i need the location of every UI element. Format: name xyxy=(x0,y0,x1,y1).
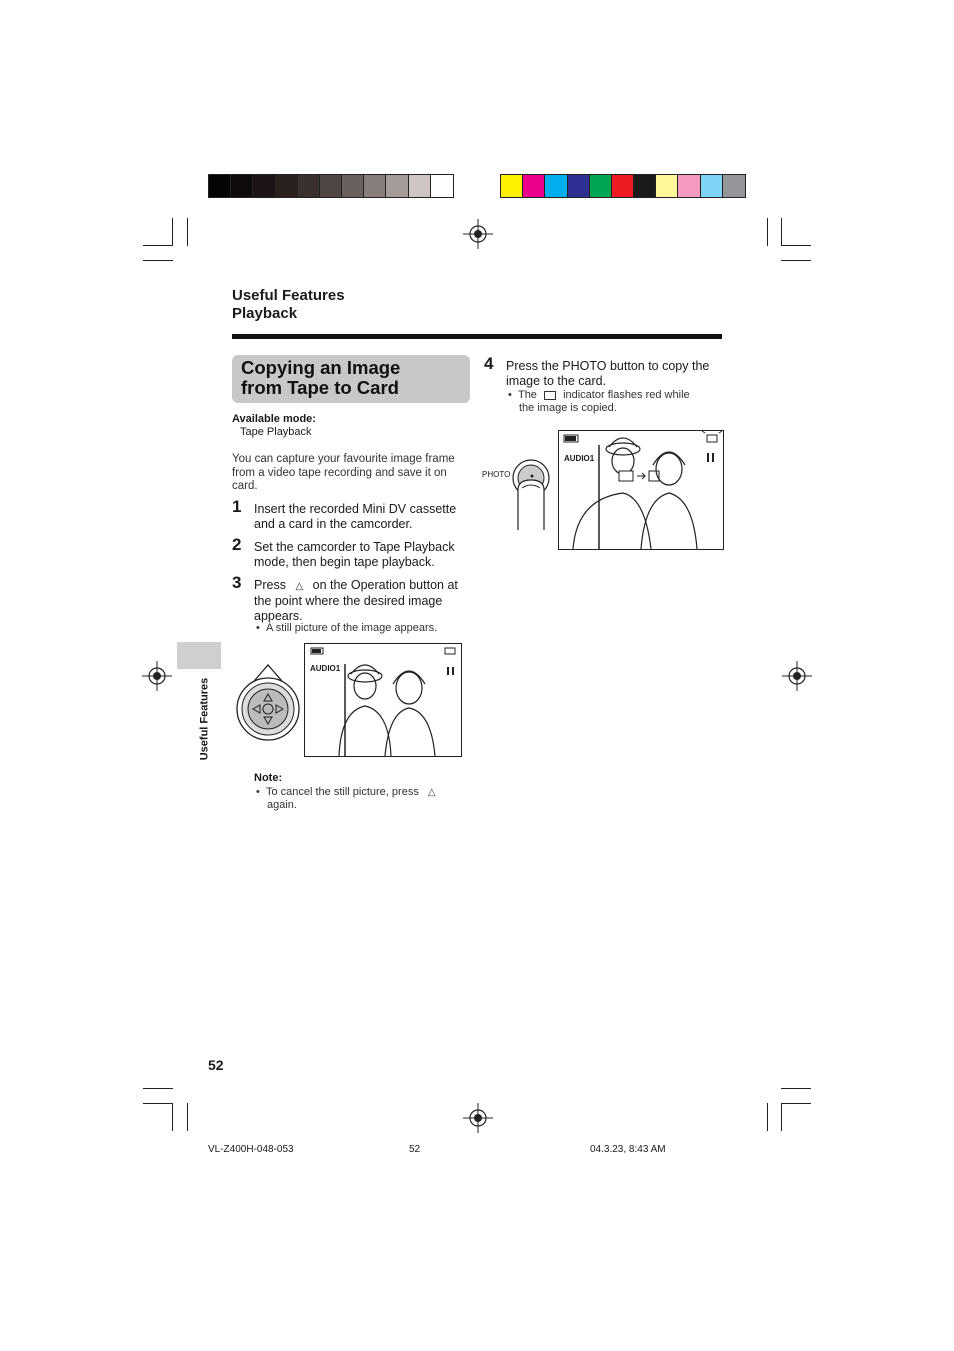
color-swatch xyxy=(408,175,431,197)
crop-mark xyxy=(781,245,811,246)
footer-left: VL-Z400H-048-053 xyxy=(208,1144,294,1155)
color-swatch xyxy=(319,175,343,197)
up-triangle-icon: △ xyxy=(427,787,436,798)
color-swatch xyxy=(611,175,635,197)
side-tab-label: Useful Features xyxy=(198,677,211,761)
crop-mark xyxy=(172,1103,173,1131)
step-1-text: Insert the recorded Mini DV cassette and… xyxy=(254,502,457,531)
page-title: Copying an Image from Tape to Card xyxy=(241,357,401,398)
photo-button-label: PHOTO xyxy=(482,470,511,479)
color-swatch xyxy=(342,175,365,197)
color-swatch xyxy=(231,175,254,197)
audio-indicator: AUDIO1 xyxy=(564,454,595,463)
crop-mark xyxy=(172,218,173,246)
crop-mark xyxy=(187,218,188,246)
available-mode-value: Tape Playback xyxy=(240,426,312,438)
photo-button-illustration xyxy=(512,459,550,530)
footer-center: 52 xyxy=(409,1144,421,1155)
page-title-box: Copying an Image from Tape to Card xyxy=(232,355,470,403)
crop-mark xyxy=(143,1088,173,1089)
crop-mark xyxy=(781,1088,811,1089)
color-bar xyxy=(500,174,746,198)
crop-mark xyxy=(767,218,768,246)
note-label: Note: xyxy=(254,772,283,784)
intro-text: You can capture your favourite image fra… xyxy=(232,453,455,492)
registration-mark-icon xyxy=(782,661,812,691)
playback-screen-illustration: AUDIO1 xyxy=(304,643,462,757)
crop-mark xyxy=(187,1103,188,1131)
color-swatch xyxy=(567,175,590,197)
footer-right: 04.3.23, 8:43 AM xyxy=(590,1144,666,1155)
step-number: 1 xyxy=(232,497,242,516)
crop-mark xyxy=(781,1103,811,1104)
color-swatch xyxy=(501,175,524,197)
color-swatch xyxy=(386,175,409,197)
registration-mark-icon xyxy=(463,1103,493,1133)
operation-button-illustration xyxy=(236,664,300,741)
card-icon xyxy=(544,390,556,400)
color-swatch xyxy=(722,175,745,197)
color-swatch xyxy=(253,175,276,197)
section-title: Useful Features xyxy=(232,287,345,304)
header-rule xyxy=(232,334,722,339)
step-4-bullet: • The indicator flashes red while the im… xyxy=(508,389,690,414)
color-swatch xyxy=(430,175,453,197)
crop-mark xyxy=(781,1103,782,1131)
color-swatch xyxy=(634,175,657,197)
color-swatch xyxy=(545,175,568,197)
color-swatch xyxy=(364,175,387,197)
note-text: • To cancel the still picture, press △ a… xyxy=(256,786,436,811)
crop-mark xyxy=(781,218,782,246)
step-number: 4 xyxy=(484,354,494,373)
step-4-text: Press the PHOTO button to copy the image… xyxy=(506,359,710,388)
available-mode-label: Available mode: xyxy=(232,413,316,425)
step-number: 3 xyxy=(232,573,242,592)
color-swatch xyxy=(589,175,612,197)
step-number: 2 xyxy=(232,535,242,554)
up-triangle-icon: △ xyxy=(295,581,304,592)
color-swatch xyxy=(297,175,320,197)
step-3-text: Press △ on the Operation button at the p… xyxy=(254,578,458,623)
crop-mark xyxy=(143,1103,173,1104)
color-swatch xyxy=(700,175,723,197)
side-tab xyxy=(177,642,221,669)
crop-mark xyxy=(143,245,173,246)
color-swatch xyxy=(275,175,298,197)
step-2-text: Set the camcorder to Tape Playback mode,… xyxy=(254,540,455,569)
crop-mark xyxy=(143,260,173,261)
color-swatch xyxy=(678,175,701,197)
crop-mark xyxy=(781,260,811,261)
registration-mark-icon xyxy=(142,661,172,691)
subsection-title: Playback xyxy=(232,305,298,322)
step-3-bullet: • A still picture of the image appears. xyxy=(256,622,438,634)
color-swatch xyxy=(209,175,232,197)
copy-screen-illustration: AUDIO1 xyxy=(558,430,724,550)
registration-mark-icon xyxy=(463,219,493,249)
grayscale-bar xyxy=(208,174,454,198)
page-number: 52 xyxy=(208,1057,224,1073)
color-swatch xyxy=(656,175,679,197)
crop-mark xyxy=(767,1103,768,1131)
audio-indicator: AUDIO1 xyxy=(310,664,341,673)
color-swatch xyxy=(523,175,546,197)
section-header: Useful Features Playback xyxy=(232,287,345,323)
